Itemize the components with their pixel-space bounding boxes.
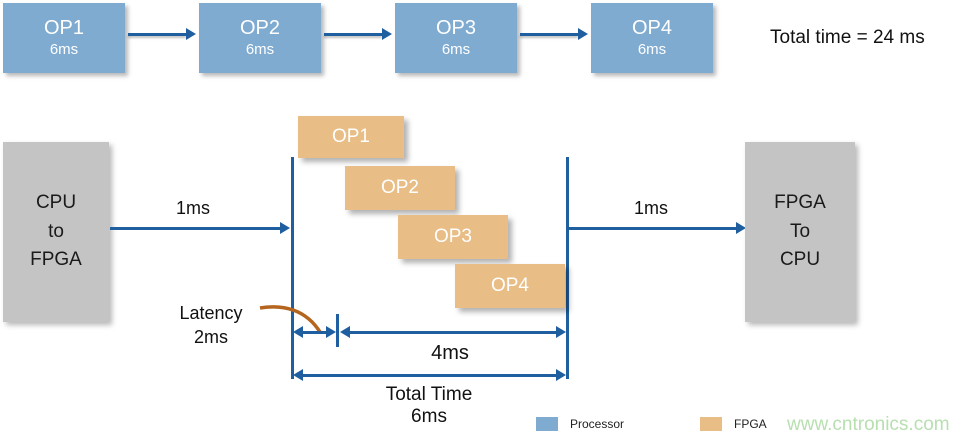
fpga-to-cpu-line-2: To	[789, 220, 811, 242]
cpu-to-fpga-line-1: CPU	[35, 192, 77, 214]
sequential-op-time-1: 6ms	[49, 41, 79, 59]
sequential-op-name-1: OP1	[43, 17, 85, 40]
watermark-text: www.cntronics.com	[787, 414, 950, 435]
throughput-label: 4ms	[431, 342, 469, 364]
legend-swatch-processor	[536, 417, 558, 431]
total-time-arrow-shaft	[300, 374, 558, 377]
legend-label-processor: Processor	[570, 417, 625, 431]
pipeline-start-boundary-line	[291, 157, 294, 379]
sequential-op-box-1: OP1 6ms	[3, 3, 125, 73]
sequential-op-name-3: OP3	[435, 17, 477, 40]
cpu-to-fpga-line-2: to	[48, 220, 64, 242]
sequential-arrow-shaft-3	[520, 33, 578, 36]
total-time-arrow-head-right	[556, 369, 566, 381]
throughput-arrow-head-left	[340, 326, 350, 338]
pipeline-op-box-2: OP2	[345, 166, 455, 210]
output-transfer-arrow-shaft	[568, 227, 736, 230]
output-transfer-arrow-head	[736, 222, 746, 234]
pipeline-op-name-3: OP3	[433, 226, 473, 247]
pipeline-total-time-label-line-2: 6ms	[411, 406, 447, 427]
sequential-op-box-4: OP4 6ms	[591, 3, 713, 73]
latency-label-line-2: 2ms	[193, 327, 228, 347]
pipeline-op-box-4: OP4	[455, 264, 565, 308]
sequential-op-time-4: 6ms	[637, 41, 667, 59]
total-time-arrow-head-left	[293, 369, 303, 381]
cpu-to-fpga-block: CPU to FPGA	[3, 142, 109, 322]
latency-arrow-head-right	[326, 326, 336, 338]
sequential-op-name-2: OP2	[239, 17, 281, 40]
latency-label-line-1: Latency	[179, 303, 243, 323]
sequential-arrow-head-3	[578, 28, 588, 40]
pipeline-op-name-1: OP1	[331, 126, 371, 147]
sequential-arrow-head-1	[186, 28, 196, 40]
fpga-to-cpu-block: FPGA To CPU	[745, 142, 855, 322]
pipeline-op-name-2: OP2	[380, 177, 420, 198]
sequential-arrow-shaft-1	[128, 33, 186, 36]
pipeline-op-box-3: OP3	[398, 215, 508, 259]
input-transfer-arrow-head	[280, 222, 290, 234]
fpga-to-cpu-line-1: FPGA	[774, 192, 826, 214]
throughput-arrow-head-right	[556, 326, 566, 338]
sequential-op-time-2: 6ms	[245, 41, 275, 59]
latency-arrow-head-left	[293, 326, 303, 338]
sequential-total-time-label: Total time = 24 ms	[770, 27, 925, 48]
cpu-to-fpga-line-3: FPGA	[30, 249, 82, 271]
sequential-arrow-head-2	[382, 28, 392, 40]
output-transfer-label: 1ms	[634, 198, 669, 218]
sequential-op-box-3: OP3 6ms	[395, 3, 517, 73]
pipeline-end-boundary-line	[566, 157, 569, 379]
sequential-arrow-shaft-2	[324, 33, 382, 36]
fpga-to-cpu-line-3: CPU	[779, 249, 821, 271]
pipeline-total-time-label-line-1: Total Time	[385, 384, 473, 405]
pipeline-op-box-1: OP1	[298, 116, 404, 158]
input-transfer-label: 1ms	[176, 198, 211, 218]
latency-end-tick	[336, 314, 339, 347]
legend-swatch-fpga	[700, 417, 722, 431]
pipeline-op-name-4: OP4	[490, 275, 530, 296]
latency-leader-curve-icon	[259, 305, 322, 333]
sequential-op-name-4: OP4	[631, 17, 673, 40]
legend-label-fpga: FPGA	[734, 417, 767, 431]
throughput-arrow-shaft	[347, 331, 558, 334]
sequential-op-time-3: 6ms	[441, 41, 471, 59]
input-transfer-arrow-shaft	[110, 227, 280, 230]
sequential-op-box-2: OP2 6ms	[199, 3, 321, 73]
latency-arrow-shaft	[300, 331, 328, 334]
